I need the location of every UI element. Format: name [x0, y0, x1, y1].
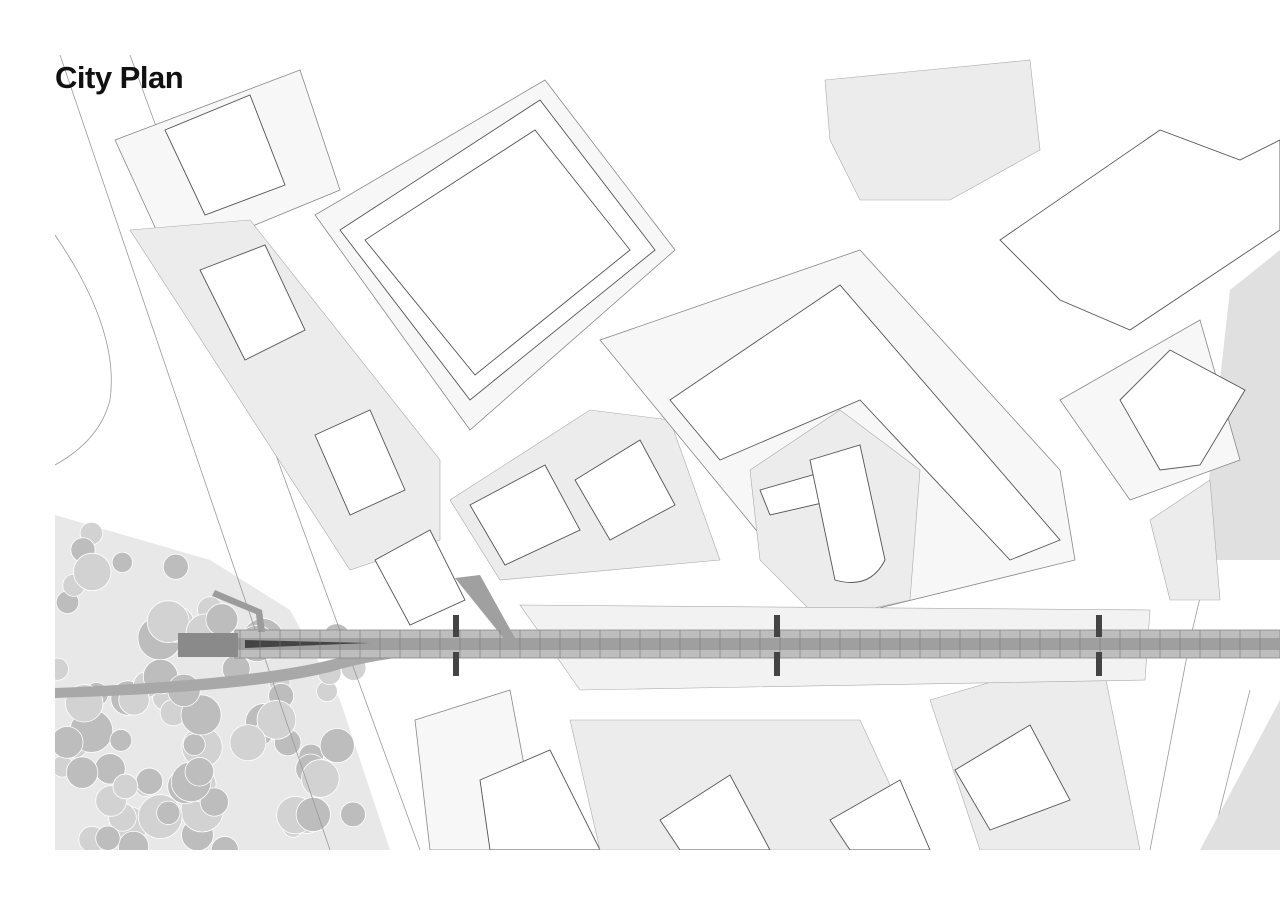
- green-area: [824, 59, 1041, 201]
- tree: [65, 756, 99, 789]
- tree: [162, 553, 189, 580]
- tree: [111, 551, 133, 573]
- building: [954, 724, 1071, 831]
- residential-block: [569, 719, 921, 850]
- bridge-railing: [239, 630, 1261, 658]
- canal: [1200, 250, 1280, 560]
- pylon: [453, 615, 459, 637]
- building: [314, 409, 406, 516]
- tree: [199, 787, 229, 817]
- tree: [256, 700, 297, 740]
- pylon: [774, 652, 780, 676]
- tree: [146, 600, 190, 643]
- tree: [117, 830, 150, 850]
- access-ramp: [212, 590, 265, 632]
- tree: [112, 773, 139, 800]
- building: [659, 774, 771, 850]
- tree: [55, 726, 84, 759]
- building: [374, 529, 466, 626]
- pylon: [1096, 652, 1102, 676]
- tree: [156, 800, 181, 825]
- building: [469, 464, 581, 566]
- green-area: [1149, 479, 1221, 601]
- tree: [319, 728, 355, 764]
- canal: [1200, 700, 1280, 850]
- tree: [210, 836, 239, 850]
- tree: [340, 801, 366, 828]
- stadium-field: [364, 129, 631, 376]
- building: [574, 439, 676, 541]
- street-edge: [59, 55, 331, 850]
- tree: [295, 796, 331, 832]
- star-building: [1119, 349, 1246, 471]
- bridge-abutment: [178, 633, 238, 657]
- road-curve: [55, 234, 112, 466]
- tree: [205, 603, 239, 637]
- building: [164, 94, 286, 216]
- tree: [95, 825, 121, 850]
- bridge-walkway: [235, 638, 1280, 650]
- building: [809, 444, 886, 583]
- building: [829, 779, 931, 850]
- access-ramp: [455, 575, 515, 640]
- tree: [55, 657, 69, 681]
- ramp-dark: [245, 640, 370, 648]
- building: [479, 749, 601, 850]
- map-title: City Plan: [55, 60, 184, 95]
- ramp-path: [55, 645, 420, 698]
- tree: [301, 759, 340, 798]
- pylon: [453, 652, 459, 676]
- pylon: [774, 615, 780, 637]
- tree: [109, 729, 133, 752]
- tree: [184, 757, 215, 787]
- tree: [229, 724, 267, 762]
- tree: [135, 767, 164, 795]
- bridge-pylons: [453, 615, 1102, 676]
- building: [199, 244, 306, 361]
- building: [999, 129, 1280, 331]
- pylon: [1096, 615, 1102, 637]
- tree: [182, 733, 206, 757]
- tree: [73, 552, 112, 592]
- perimeter-building: [669, 284, 1061, 561]
